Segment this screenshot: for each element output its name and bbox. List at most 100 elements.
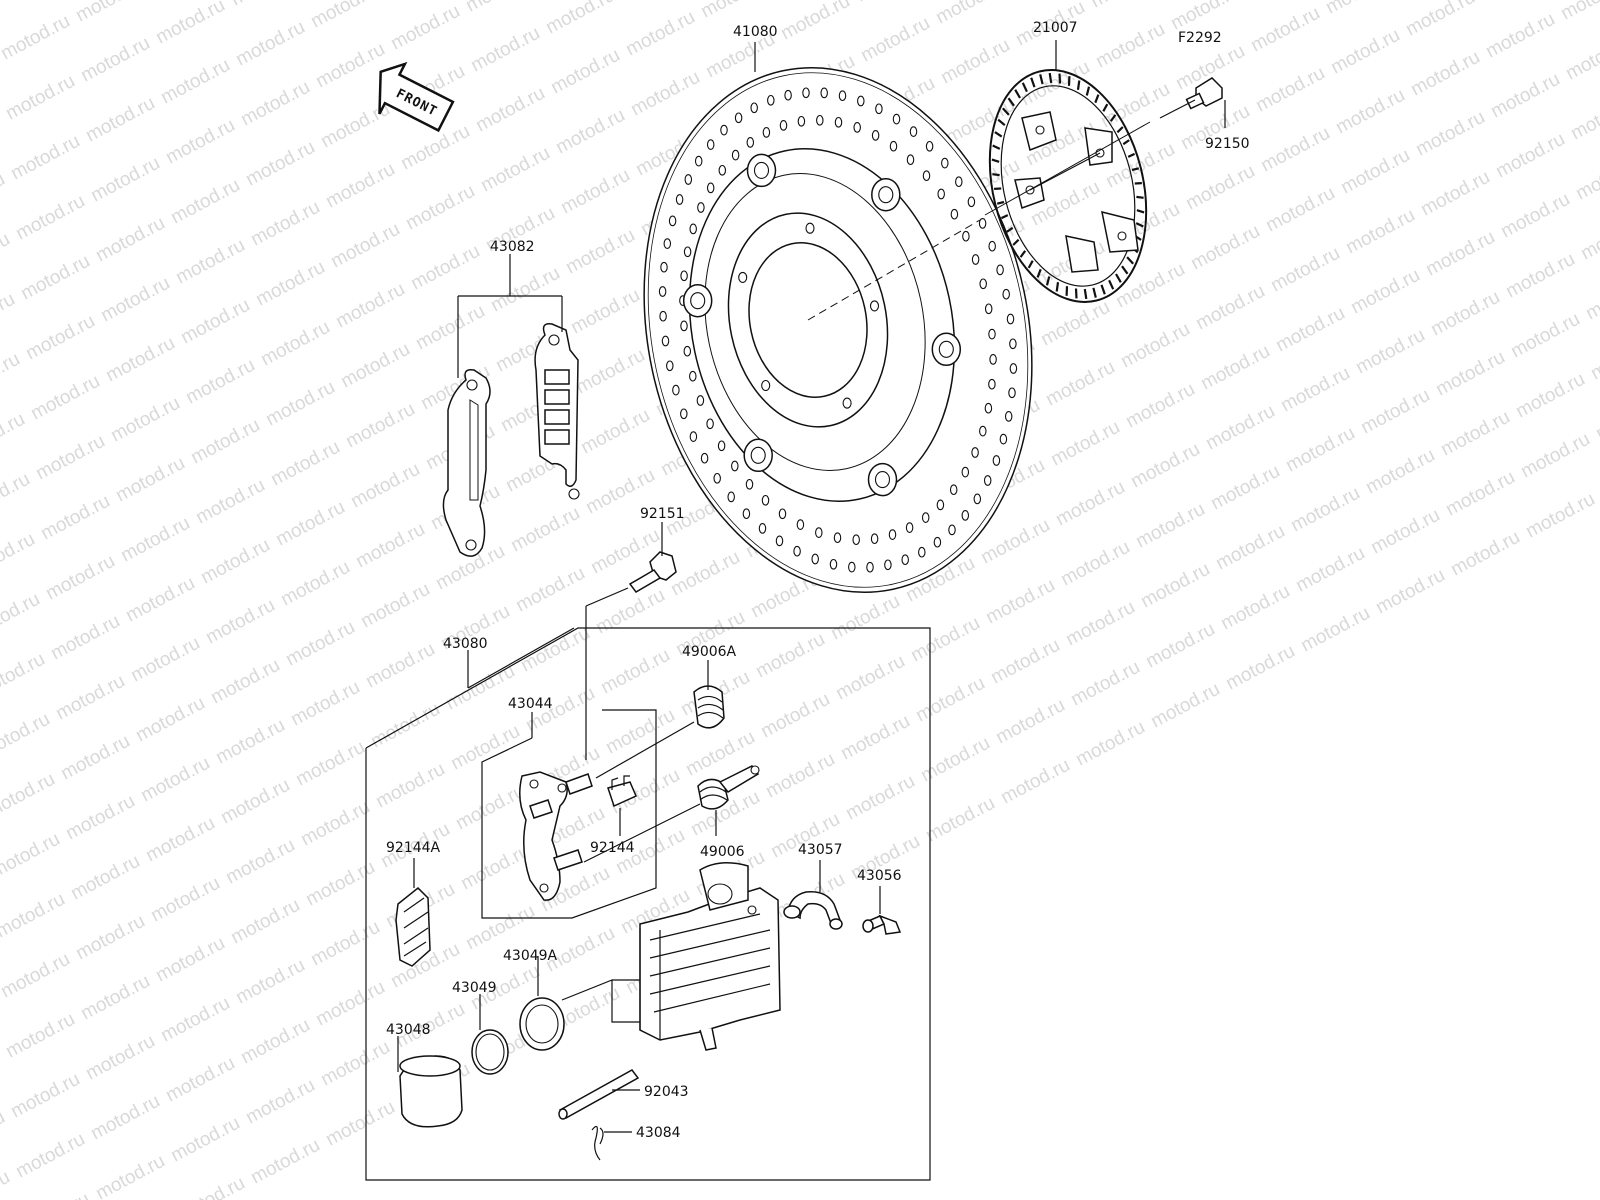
- watermark-text: motod.ru: [1122, 379, 1198, 433]
- watermark-text: motod.ru: [1557, 0, 1600, 24]
- disc-vent-hole: [989, 354, 997, 365]
- watermark-text: motod.ru: [1427, 287, 1503, 341]
- hub-hole: [761, 379, 771, 392]
- watermark-text: motod.ru: [1252, 63, 1328, 117]
- disc-vent-hole: [727, 491, 735, 503]
- watermark-text: motod.ru: [1257, 123, 1333, 177]
- disc-vent-hole: [775, 535, 784, 547]
- label-rotor-bolt-ref: F2292: [1178, 30, 1222, 46]
- disc-vent-hole: [797, 115, 806, 127]
- disc-vent-hole: [978, 218, 987, 229]
- watermark-text: motod.ru: [27, 371, 103, 425]
- boot-a: [595, 660, 725, 779]
- abs-tooth: [1102, 103, 1109, 112]
- watermark-text: motod.ru: [602, 705, 678, 759]
- watermark-text: motod.ru: [407, 241, 483, 295]
- watermark-text: motod.ru: [192, 475, 268, 529]
- watermark-text: motod.ru: [242, 137, 318, 191]
- disc-vent-hole: [988, 378, 996, 390]
- watermark-text: motod.ru: [247, 197, 323, 251]
- label-bracket: 43044: [508, 696, 553, 712]
- watermark-text: motod.ru: [0, 289, 19, 343]
- watermark-text: motod.ru: [542, 0, 618, 38]
- disc-vent-hole: [848, 561, 856, 573]
- watermark-text: motod.ru: [267, 437, 343, 491]
- watermark-text: motod.ru: [557, 165, 633, 219]
- abs-tooth: [1131, 167, 1140, 172]
- watermark-text: motod.ru: [237, 77, 313, 131]
- watermark-text: motod.ru: [262, 377, 338, 431]
- watermark-text: motod.ru: [7, 1069, 83, 1123]
- disc-vent-hole: [675, 194, 684, 205]
- watermark-text: motod.ru: [342, 399, 418, 453]
- piston: [397, 1036, 463, 1128]
- watermark-text: motod.ru: [1322, 0, 1398, 18]
- watermark-text: motod.ru: [462, 0, 538, 16]
- watermark-text: motod.ru: [147, 873, 223, 927]
- disc-vent-hole: [689, 223, 697, 235]
- disc-rivet: [931, 332, 962, 367]
- label-caliper-assy: 43080: [443, 636, 488, 652]
- abs-tooth: [991, 158, 1000, 163]
- abs-tooth: [1074, 288, 1078, 299]
- watermark-text: motod.ru: [187, 415, 263, 469]
- watermark-text: motod.ru: [42, 551, 118, 605]
- disc-vent-hole: [680, 408, 688, 420]
- watermark-text: motod.ru: [0, 469, 34, 523]
- abs-tooth: [997, 118, 1006, 127]
- disc-vent-hole: [961, 466, 970, 478]
- disc-vent-hole: [871, 130, 880, 141]
- disc-vent-hole: [750, 102, 758, 114]
- disc-vent-hole: [706, 139, 715, 150]
- disc-vent-hole: [918, 546, 926, 558]
- watermark-text: motod.ru: [512, 563, 588, 617]
- watermark-text: motod.ru: [1477, 0, 1553, 2]
- label-boot-pin: 49006: [700, 844, 745, 860]
- disc-vent-hole: [888, 529, 897, 540]
- watermark-text: motod.ru: [752, 629, 828, 683]
- disc-vent-hole: [984, 303, 993, 315]
- disc-vent-hole: [820, 87, 828, 99]
- disc-vent-hole: [901, 554, 909, 566]
- disc-vent-hole: [971, 447, 979, 458]
- abs-tooth: [996, 200, 1005, 205]
- watermark-text: motod.ru: [572, 345, 648, 399]
- watermark-text: motod.ru: [1117, 319, 1193, 373]
- watermark-text: motod.ru: [1282, 423, 1358, 477]
- watermark-text: motod.ru: [1287, 483, 1363, 537]
- disc-vent-hole: [663, 238, 672, 249]
- watermark-text: motod.ru: [1192, 281, 1268, 335]
- disc-vent-hole: [1006, 313, 1015, 325]
- watermark-text: motod.ru: [0, 709, 54, 763]
- disc-vent-hole: [718, 164, 727, 176]
- abs-tooth: [1122, 139, 1130, 146]
- watermark-text: motod.ru: [457, 841, 533, 895]
- watermark-text: motod.ru: [1297, 603, 1373, 657]
- watermark-text: motod.ru: [207, 655, 283, 709]
- watermark-text: motod.ru: [1592, 391, 1600, 445]
- watermark-text: motod.ru: [1267, 243, 1343, 297]
- watermark-text: motod.ru: [0, 829, 64, 883]
- watermark-text: motod.ru: [57, 731, 133, 785]
- disc-vent-hole: [779, 120, 788, 131]
- watermark-text: motod.ru: [142, 813, 218, 867]
- watermark-text: motod.ru: [507, 503, 583, 557]
- watermark-text: motod.ru: [232, 955, 308, 1009]
- watermark-text: motod.ru: [412, 301, 488, 355]
- disc-vent-hole: [992, 455, 1001, 466]
- watermark-text: motod.ru: [357, 579, 433, 633]
- disc-vent-hole: [941, 157, 949, 169]
- abs-tooth: [1109, 114, 1117, 122]
- abs-tooth: [1115, 273, 1122, 283]
- watermark-text: motod.ru: [982, 575, 1058, 629]
- disc-vent-hole: [689, 370, 697, 382]
- watermark-text: motod.ru: [157, 993, 233, 1047]
- watermark-text: motod.ru: [1182, 161, 1258, 215]
- watermark-text: motod.ru: [1097, 79, 1173, 133]
- disc-vent-hole: [971, 254, 980, 265]
- label-cap: 43057: [798, 842, 843, 858]
- watermark-text: motod.ru: [857, 13, 933, 67]
- watermark-text: motod.ru: [1562, 31, 1600, 85]
- watermark-text: motod.ru: [1352, 325, 1428, 379]
